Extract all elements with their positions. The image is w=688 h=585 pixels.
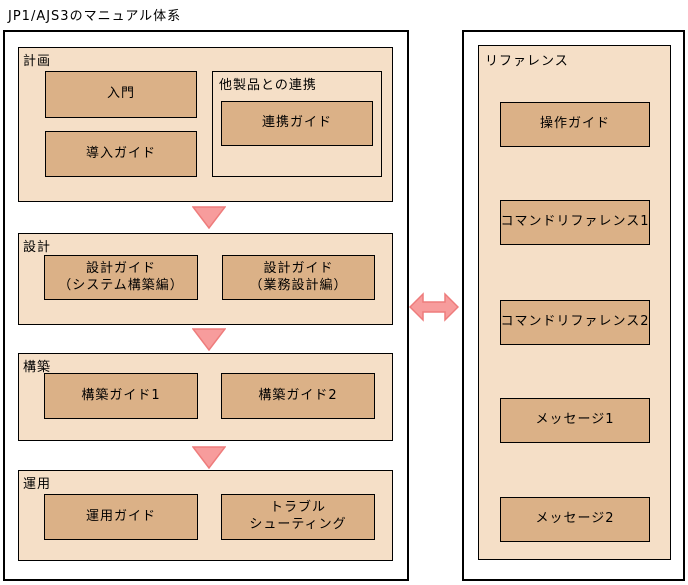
section-plan-label: 計画	[23, 54, 52, 69]
manual-box-command-reference-1: コマンドリファレンス1	[500, 200, 650, 245]
section-reference: リファレンス 操作ガイド コマンドリファレンス1 コマンドリファレンス2 メッセ…	[478, 45, 671, 560]
manual-box-label-line1: 設計ガイド	[263, 260, 334, 276]
manual-box-design-guide-work: 設計ガイド （業務設計編）	[222, 255, 375, 300]
section-plan: 計画 入門 導入ガイド 他製品との連携 連携ガイド	[18, 47, 393, 202]
manual-box-installation-guide: 導入ガイド	[45, 131, 197, 177]
manual-box-operating-guide: 操作ガイド	[500, 102, 650, 147]
manual-box-label: 連携ガイド	[261, 115, 332, 131]
manual-box-label: メッセージ1	[535, 412, 615, 428]
section-design-label: 設計	[23, 240, 52, 255]
manual-box-command-reference-2: コマンドリファレンス2	[500, 300, 650, 345]
manual-box-label-line2: （システム構築編）	[58, 277, 184, 293]
manual-box-messages-2: メッセージ2	[500, 497, 650, 542]
manual-box-label: 操作ガイド	[539, 116, 610, 132]
down-arrow-icon	[192, 206, 226, 229]
manual-box-label: 構築ガイド2	[258, 387, 338, 403]
manual-box-label-line2: シューティング	[249, 517, 347, 532]
manual-box-label-line1: トラブル	[269, 500, 326, 516]
manual-box-label: コマンドリファレンス2	[500, 314, 650, 330]
down-arrow-icon	[192, 446, 226, 469]
manual-box-operation-guide: 運用ガイド	[44, 494, 198, 540]
manual-box-troubleshooting: トラブル シューティング	[221, 494, 375, 540]
section-design: 設計 設計ガイド （システム構築編） 設計ガイド （業務設計編）	[18, 233, 393, 325]
manual-box-messages-1: メッセージ1	[500, 398, 650, 443]
manual-box-label-line1: 設計ガイド	[85, 260, 156, 276]
down-arrow-icon	[192, 328, 226, 351]
section-build: 構築 構築ガイド1 構築ガイド2	[18, 353, 393, 441]
manual-box-design-guide-system: 設計ガイド （システム構築編）	[44, 255, 198, 300]
diagram-title: JP1/AJS3のマニュアル体系	[8, 9, 182, 24]
subgroup-other-products-linkage: 他製品との連携 連携ガイド	[212, 71, 382, 177]
manual-box-intro: 入門	[45, 71, 197, 118]
manual-box-linkage-guide: 連携ガイド	[221, 101, 373, 146]
section-operate-label: 運用	[23, 477, 52, 492]
manual-box-label: 運用ガイド	[85, 508, 156, 524]
section-reference-label: リファレンス	[485, 54, 569, 69]
manual-box-build-guide-1: 構築ガイド1	[44, 373, 198, 419]
manual-box-label: コマンドリファレンス1	[500, 214, 650, 230]
manual-box-label: 構築ガイド1	[81, 387, 161, 403]
manual-box-build-guide-2: 構築ガイド2	[221, 373, 375, 419]
double-arrow-icon	[409, 291, 459, 323]
manual-box-label: 入門	[106, 86, 135, 102]
manual-box-label: 導入ガイド	[85, 145, 156, 161]
manual-box-label: メッセージ2	[535, 511, 615, 527]
section-build-label: 構築	[23, 360, 52, 375]
subgroup-label: 他製品との連携	[219, 78, 317, 93]
section-operate: 運用 運用ガイド トラブル シューティング	[18, 470, 393, 561]
manual-box-label-line2: （業務設計編）	[249, 277, 348, 293]
